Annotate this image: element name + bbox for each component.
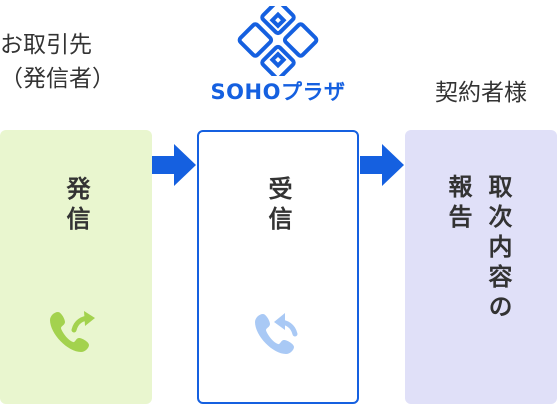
logo-text: SOHOプラザ	[210, 80, 346, 104]
sender-label: お取引先 （発信者）	[0, 32, 115, 92]
arrow-right-icon	[360, 144, 404, 186]
report-text-col2: 報告	[444, 174, 472, 234]
sohoplaza-logo: SOHOプラザ	[198, 0, 358, 116]
phone-incoming-icon	[255, 313, 298, 354]
receive-text: 受信	[264, 176, 292, 236]
report-text-col1: 取次内容の	[484, 174, 512, 324]
client-label: 契約者様	[435, 80, 527, 106]
logo-mark-icon	[237, 0, 319, 81]
arrow-right-icon	[152, 144, 196, 186]
report-panel: 取次内容の 報告	[405, 130, 557, 404]
send-panel: 発信	[0, 130, 152, 404]
receive-panel: 受信	[197, 130, 359, 404]
phone-outgoing-icon	[50, 311, 95, 352]
send-text: 発信	[62, 176, 90, 236]
